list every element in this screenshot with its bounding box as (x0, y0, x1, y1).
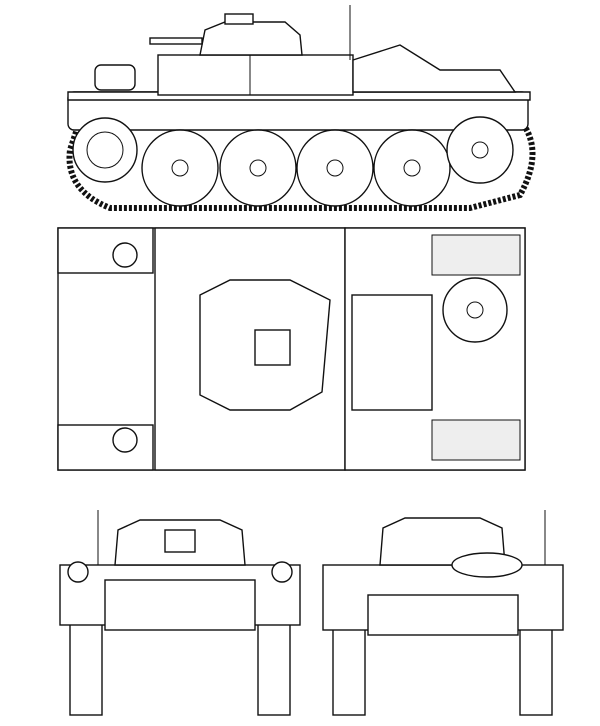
side-track (66, 117, 536, 211)
side-rear-deck (352, 44, 517, 93)
side-headlight (94, 64, 136, 91)
front-visor (164, 529, 196, 553)
top-spare-wheel (442, 277, 508, 343)
side-view (66, 5, 536, 211)
top-hatch (254, 329, 291, 366)
side-wheels (72, 116, 514, 207)
idler-wheel (446, 116, 514, 184)
front-view (59, 510, 301, 716)
top-rear-block (431, 419, 521, 461)
top-right-fender (57, 424, 154, 471)
road-wheel (296, 129, 374, 207)
top-rear-block (431, 234, 521, 276)
road-wheel (373, 129, 451, 207)
road-wheel (141, 129, 219, 207)
top-view (57, 227, 526, 471)
front-track-right (257, 619, 291, 716)
road-wheel (219, 129, 297, 207)
top-left-fender (57, 227, 154, 274)
rear-spare-wheel (451, 552, 523, 578)
side-superstructure (157, 54, 354, 96)
rear-plate (367, 594, 519, 636)
side-cupola (224, 13, 254, 25)
front-track-left (69, 619, 103, 716)
top-headlight (112, 242, 138, 268)
top-engine-hatch (351, 294, 433, 411)
side-gun (149, 37, 203, 45)
rear-view (322, 510, 564, 716)
side-turret (199, 21, 303, 56)
rear-track-right (519, 619, 553, 716)
front-plate (104, 579, 256, 631)
front-headlight (271, 561, 293, 583)
front-headlight (67, 561, 89, 583)
drive-sprocket (72, 117, 138, 183)
top-headlight (112, 427, 138, 453)
rear-track-left (332, 619, 366, 716)
